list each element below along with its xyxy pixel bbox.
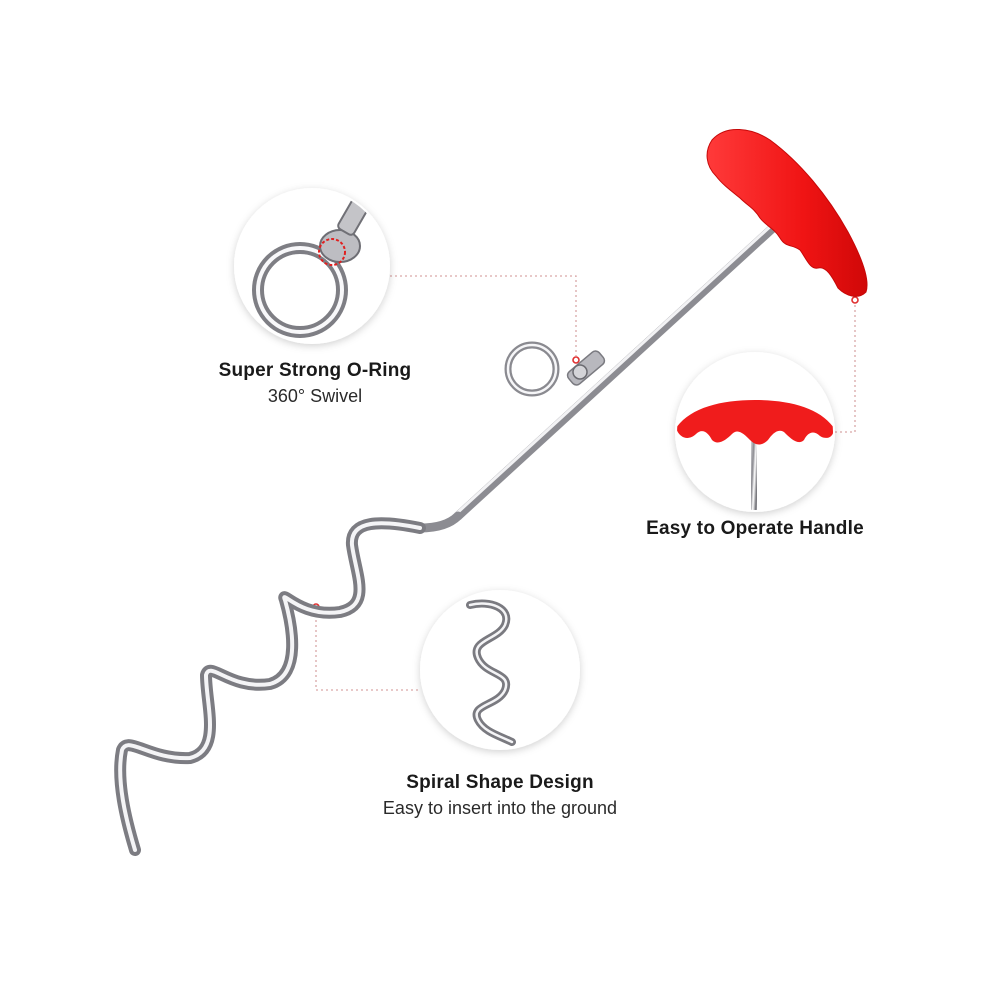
handle-feature-label: Easy to Operate Handle [620, 518, 890, 540]
swivel-o-ring [504, 341, 606, 397]
callout-lines [315, 275, 856, 691]
spiral-feature-label: Spiral Shape Design Easy to insert into … [340, 772, 660, 819]
handle-callout-line [835, 300, 856, 433]
oring-feature-title: Super Strong O-Ring [218, 360, 412, 381]
handle-feature-title: Easy to Operate Handle [646, 518, 864, 539]
oring-zoom-circle [234, 188, 390, 344]
handle-zoom-circle [675, 352, 835, 512]
spiral-feature-title: Spiral Shape Design [406, 772, 594, 793]
handle-callout-dot [851, 296, 859, 304]
tie-out-stake [114, 128, 868, 856]
oring-callout-line [390, 275, 577, 356]
spiral-zoom-circle [420, 590, 580, 750]
stake-handle [706, 128, 868, 297]
oring-feature-subtitle: 360° Swivel [267, 386, 363, 406]
oring-highlight-circle [318, 238, 346, 266]
oring-feature-label: Super Strong O-Ring 360° Swivel [200, 360, 430, 407]
spiral-callout-line [315, 605, 420, 691]
stake-shaft [453, 210, 792, 521]
spiral-feature-subtitle: Easy to insert into the ground [382, 798, 618, 818]
oring-callout-dot [572, 356, 580, 364]
